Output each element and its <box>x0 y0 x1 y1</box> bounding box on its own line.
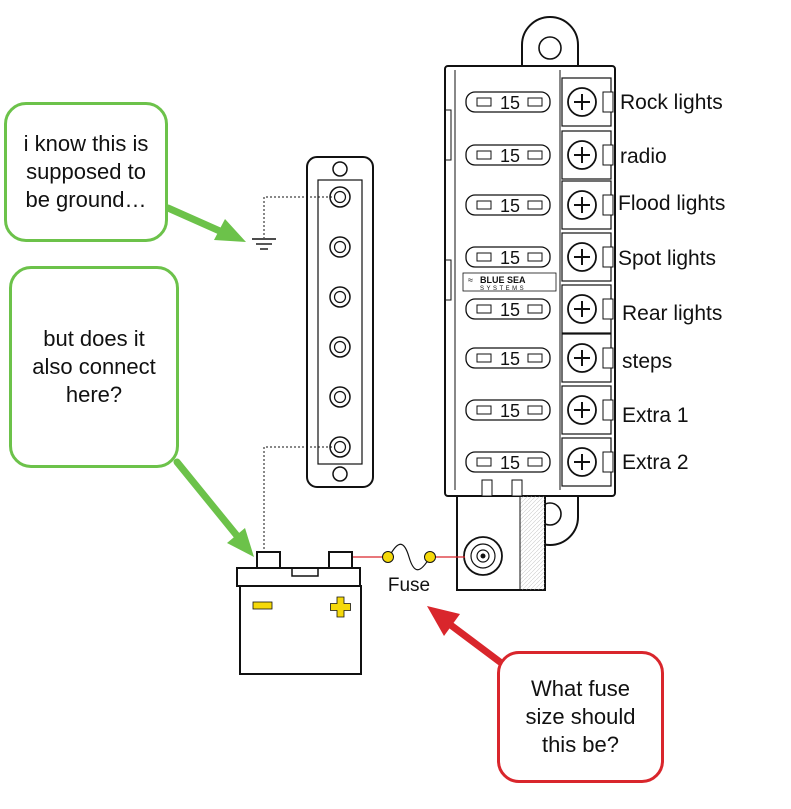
bus-stud-icon <box>329 336 351 358</box>
fuse-size-question-callout: What fuse size should this be? <box>497 651 664 783</box>
screw-terminal-icon <box>561 130 614 180</box>
brand-plate <box>462 272 557 292</box>
bus-stud-icon <box>329 286 351 308</box>
bus-stud-icon <box>329 436 351 458</box>
callout-line: What fuse <box>530 676 631 701</box>
fuse-slot: 15 <box>465 451 551 473</box>
ground-lead-wire <box>263 196 332 238</box>
bus-stud-icon <box>329 236 351 258</box>
bus-stud-icon <box>329 386 351 408</box>
callout-line: here? <box>65 382 123 407</box>
ground-question-callout: i know this is supposed to be ground… <box>4 102 168 242</box>
circuit-label-flood-lights: Flood lights <box>618 192 726 215</box>
fuse-slot: 15 <box>465 298 551 320</box>
fuse-slot: 15 <box>465 347 551 369</box>
fuse-rating: 15 <box>500 146 520 166</box>
fuse-slot: 15 <box>465 399 551 421</box>
brand-name: BLUE SEA <box>480 275 526 285</box>
circuit-label-spot-lights: Spot lights <box>618 247 717 270</box>
battery-positive-icon <box>330 596 351 618</box>
mount-hole-icon <box>538 36 562 60</box>
mount-hole-icon <box>332 161 348 177</box>
fuse-rating: 15 <box>500 248 520 268</box>
fuse-rating: 15 <box>500 349 520 369</box>
fuse-rating: 15 <box>500 93 520 113</box>
fuse-block: 15 15 15 15 15 15 15 15 ≈ BLUE SEA SYSTEMS <box>444 16 616 591</box>
battery-negative-icon <box>252 601 273 610</box>
connect-question-callout: but does it also connect here? <box>9 266 179 468</box>
mount-hole-icon <box>332 466 348 482</box>
callout-line: this be? <box>541 732 620 757</box>
circuit-label-extra-2: Extra 2 <box>622 451 689 474</box>
screw-terminal-icon <box>561 333 614 383</box>
callout-line: but does it <box>43 326 145 351</box>
positive-stud <box>463 536 503 576</box>
fuse-rating: 15 <box>500 453 520 473</box>
screw-terminal-icon <box>561 180 614 230</box>
arrow-to-fuse-icon <box>427 606 504 666</box>
screw-terminal-icon <box>561 437 614 487</box>
screw-terminal-icon <box>561 385 614 435</box>
circuit-label-steps: steps <box>622 350 673 373</box>
ground-symbol-icon <box>252 238 276 250</box>
callout-line: also connect <box>32 354 156 379</box>
circuit-label-rear-lights: Rear lights <box>622 302 723 325</box>
circuit-label-extra-1: Extra 1 <box>622 404 689 427</box>
ground-bus-bar <box>306 156 374 488</box>
fuse-label: Fuse <box>388 575 430 596</box>
brand-subtitle: SYSTEMS <box>480 286 526 292</box>
arrow-to-ground-icon <box>164 204 246 242</box>
fuse-rating: 15 <box>500 196 520 216</box>
battery <box>236 551 362 675</box>
screw-terminal-icon <box>561 232 614 282</box>
callout-line: size should <box>525 704 636 729</box>
callout-line: be ground… <box>25 187 147 212</box>
circuit-label-rock-lights: Rock lights <box>620 91 723 114</box>
battery-negative-lead-wire <box>263 446 332 557</box>
brand-icon: ≈ <box>468 275 473 285</box>
fuse-slot: 15 <box>465 194 551 216</box>
screw-terminal-icon <box>561 77 614 127</box>
fuse-rating: 15 <box>500 401 520 421</box>
circuit-label-radio: radio <box>620 145 667 168</box>
callout-line: i know this is <box>23 131 149 156</box>
callout-line: supposed to <box>26 159 146 184</box>
fuse-slot: 15 <box>465 91 551 113</box>
arrow-to-battery-icon <box>173 458 254 557</box>
fuse-slot: 15 <box>465 144 551 166</box>
fuse-slot: 15 <box>465 246 551 268</box>
fuse-rating: 15 <box>500 300 520 320</box>
inline-fuse <box>382 543 436 571</box>
bus-stud-icon <box>329 186 351 208</box>
screw-terminal-icon <box>561 284 614 334</box>
